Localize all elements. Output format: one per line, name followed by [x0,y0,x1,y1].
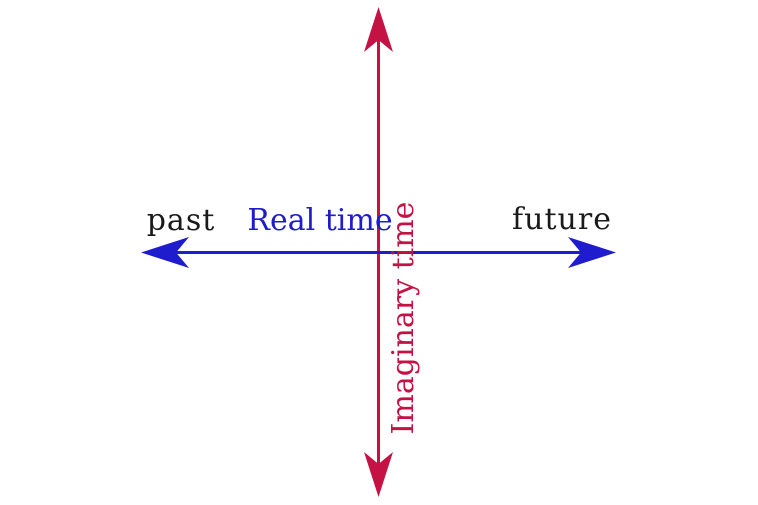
past-label: past [146,203,216,238]
future-label: future [512,202,612,237]
imaginary-time-axis-label: Imaginary time [386,201,421,435]
real-time-axis-label: Real time [247,203,393,238]
arrow-up-icon [364,7,393,52]
arrow-down-icon [364,452,393,497]
arrow-left-icon [141,237,189,268]
arrow-right-icon [568,237,616,268]
